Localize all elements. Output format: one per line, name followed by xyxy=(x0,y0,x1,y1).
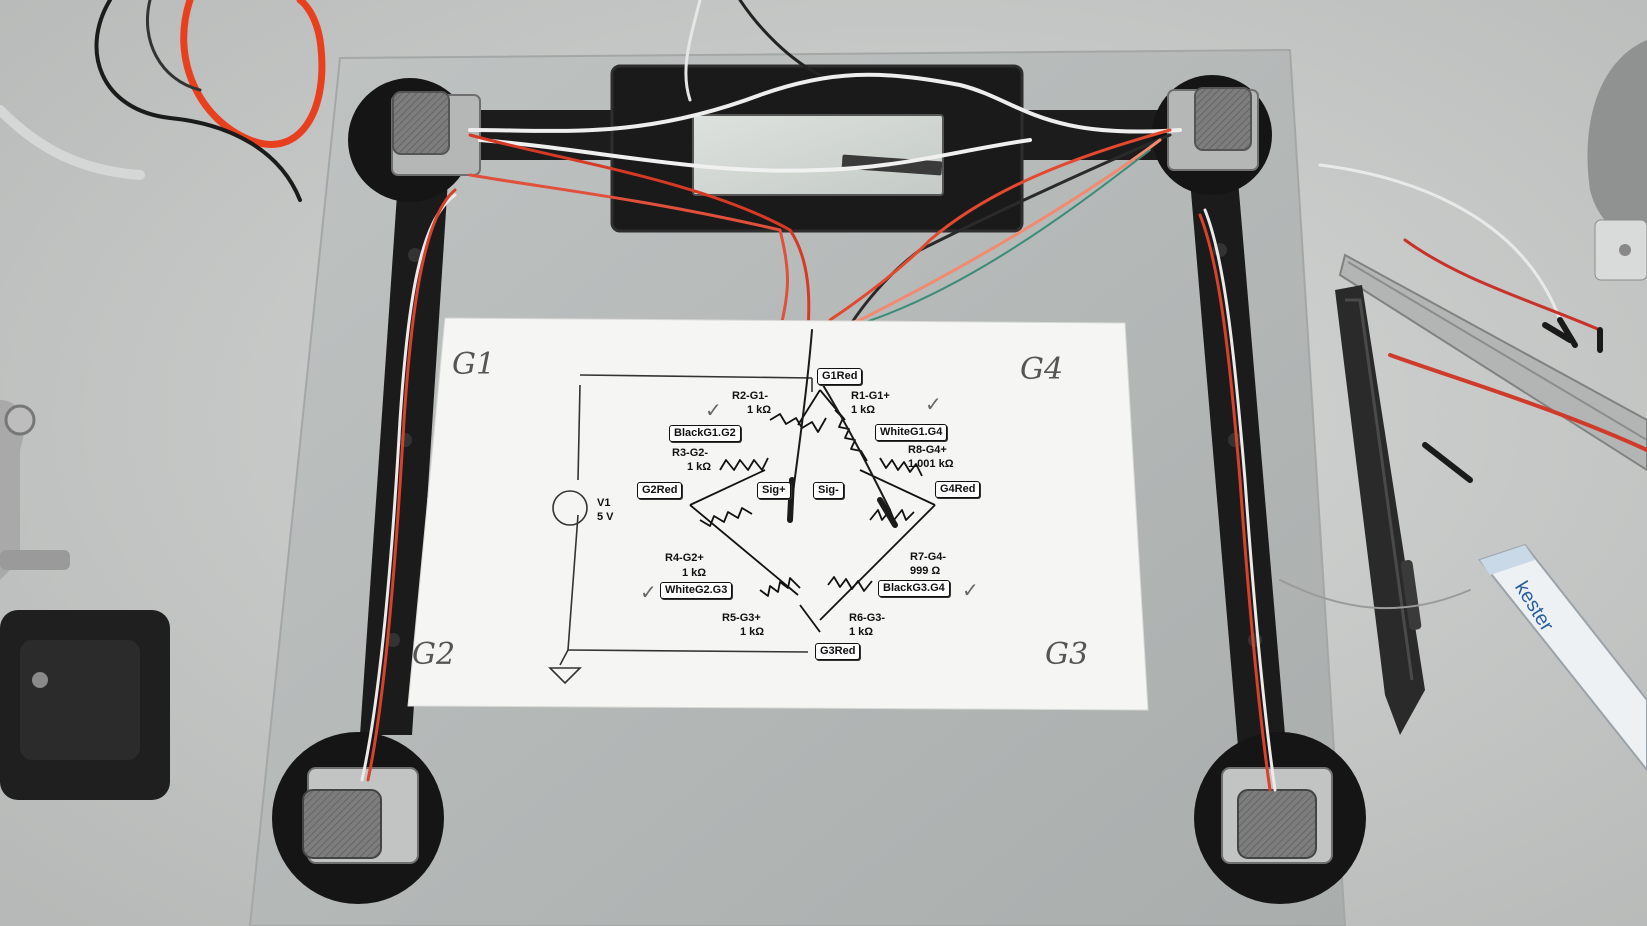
lamp-base xyxy=(1587,40,1647,281)
node-label-g4-red: G4Red xyxy=(935,481,981,498)
handwritten-label-g1: G1 xyxy=(452,347,496,382)
check-mark-icon: ✓ xyxy=(962,578,979,602)
resistor-r7-value: 999 Ω xyxy=(910,565,941,577)
resistor-r3-name: R3-G2- xyxy=(672,447,709,459)
wire-label-white-g2-g3: WhiteG2.G3 xyxy=(660,582,733,599)
cables-top-left xyxy=(0,0,326,202)
resistor-r8-value: 1.001 kΩ xyxy=(908,458,954,470)
schematic-paper xyxy=(407,317,1149,711)
source-v1-value: 5 V xyxy=(597,511,614,523)
resistor-r4-value: 1 kΩ xyxy=(682,567,707,579)
resistor-r6-name: R6-G3- xyxy=(849,612,886,624)
loose-wires-right xyxy=(1279,163,1647,610)
source-v1-name: V1 xyxy=(597,497,611,509)
node-label-g2-red: G2Red xyxy=(637,482,683,499)
resistor-r7-name: R7-G4- xyxy=(910,551,947,563)
node-label-sig-plus: Sig+ xyxy=(757,482,791,499)
load-cell-top-right xyxy=(1167,87,1259,171)
check-mark-icon: ✓ xyxy=(925,392,942,416)
wire-label-black-g3-g4: BlackG3.G4 xyxy=(878,580,950,597)
resistor-r4-name: R4-G2+ xyxy=(665,552,704,564)
resistor-r8-name: R8-G4+ xyxy=(908,444,947,456)
load-cell-top-left xyxy=(391,91,481,176)
handwritten-label-g2: G2 xyxy=(412,637,456,672)
check-mark-icon: ✓ xyxy=(705,398,722,422)
resistor-r1-name: R1-G1+ xyxy=(851,390,890,402)
resistor-r6-value: 1 kΩ xyxy=(849,626,874,638)
resistor-r5-name: R5-G3+ xyxy=(722,612,761,624)
check-mark-icon: ✓ xyxy=(640,580,657,604)
handwritten-label-g3: G3 xyxy=(1045,637,1089,672)
resistor-r5-value: 1 kΩ xyxy=(740,626,765,638)
node-label-sig-minus: Sig- xyxy=(813,482,844,499)
resistor-r1-value: 1 kΩ xyxy=(851,404,876,416)
rail-wires xyxy=(360,188,1277,792)
node-label-g3-red: G3Red xyxy=(815,643,861,660)
load-cell-bottom-left xyxy=(302,767,419,864)
resistor-r2-value: 1 kΩ xyxy=(747,404,772,416)
solder-tube xyxy=(1478,543,1647,772)
wire-label-white-g1-g4: WhiteG1.G4 xyxy=(875,424,948,441)
helping-hand-clamp xyxy=(0,400,170,800)
handwritten-label-g4: G4 xyxy=(1020,352,1064,387)
pen xyxy=(1335,285,1425,735)
wire-label-black-g1-g2: BlackG1.G2 xyxy=(669,425,741,442)
resistor-r2-name: R2-G1- xyxy=(732,390,769,402)
load-cell-bottom-right xyxy=(1221,767,1333,864)
resistor-r3-value: 1 kΩ xyxy=(687,461,712,473)
node-label-g1-red: G1Red xyxy=(817,368,863,385)
